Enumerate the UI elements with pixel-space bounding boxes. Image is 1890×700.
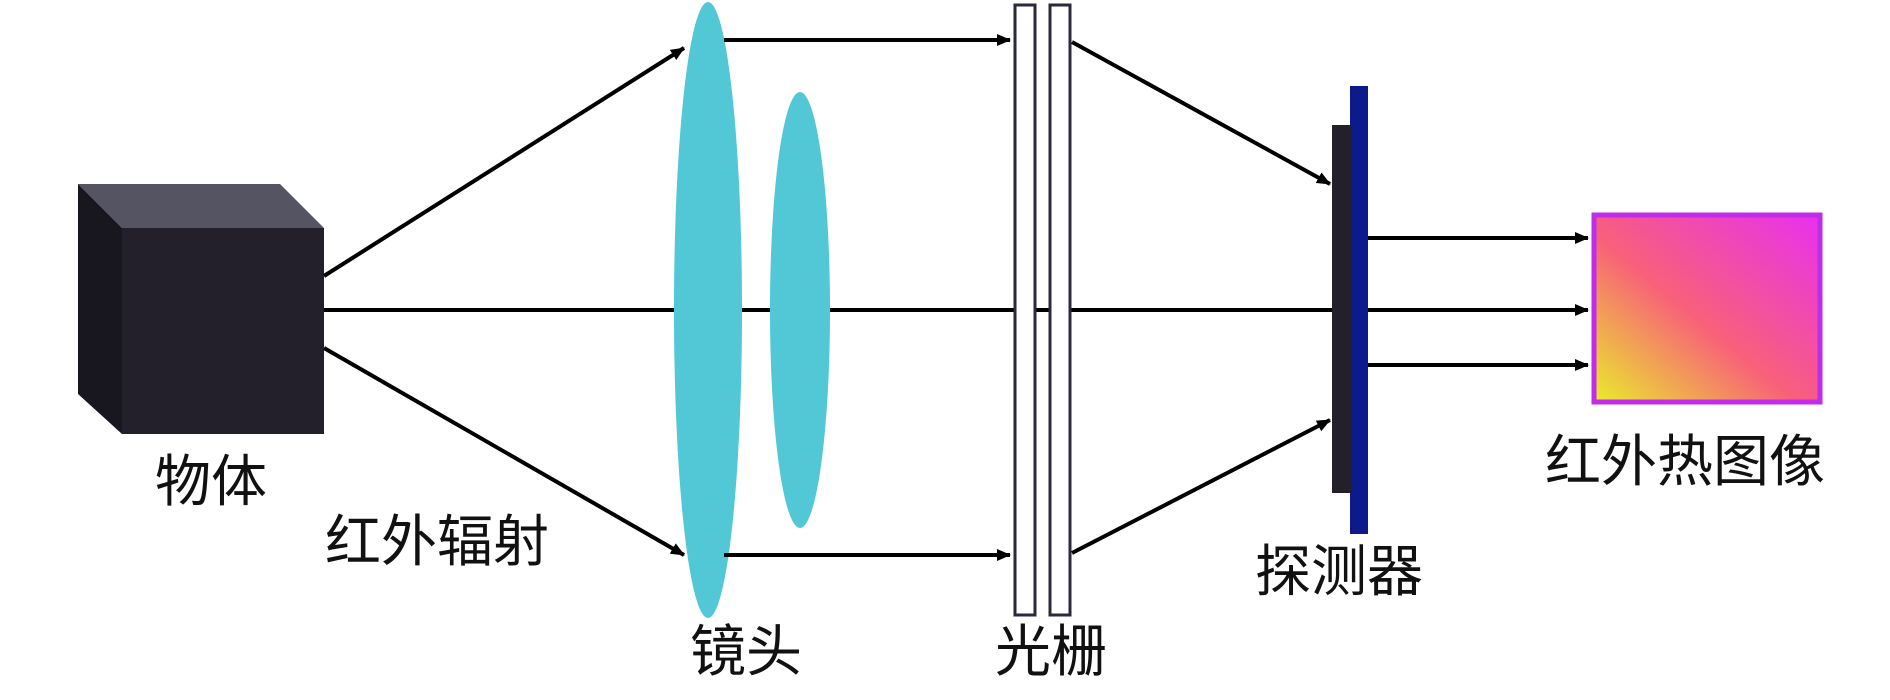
rays-grating-to-detector	[1071, 40, 1331, 555]
detector-label: 探测器	[1255, 540, 1423, 605]
ray-lower-grating-detector	[1071, 418, 1331, 555]
ray-lower-object-lens	[323, 346, 685, 557]
object-cube	[78, 184, 324, 434]
lens-label: 镜头	[690, 620, 802, 685]
detector-front-plate	[1332, 125, 1352, 493]
lens-group	[674, 2, 830, 618]
object-cube-top	[78, 184, 324, 228]
grating-plate-1	[1013, 3, 1037, 617]
grating-label: 光栅	[995, 620, 1107, 685]
lens-element-front	[674, 2, 742, 618]
object-cube-front	[122, 228, 324, 434]
grating	[1013, 3, 1072, 617]
rays-lens-to-grating	[724, 34, 1011, 561]
ray-upper-grating-detector	[1071, 40, 1331, 186]
object-label: 物体	[155, 450, 267, 515]
thermal-image-label: 红外热图像	[1545, 430, 1825, 495]
thermal-image	[1591, 212, 1823, 405]
object-cube-side	[78, 184, 122, 434]
grating-plate-2	[1048, 3, 1072, 617]
detector	[1332, 86, 1368, 534]
detector-back-plate	[1350, 86, 1368, 534]
lens-element-rear	[770, 92, 830, 528]
ray-upper-object-lens	[322, 46, 686, 278]
radiation-label: 红外辐射	[325, 510, 549, 575]
rays-detector-to-image	[1368, 232, 1589, 371]
